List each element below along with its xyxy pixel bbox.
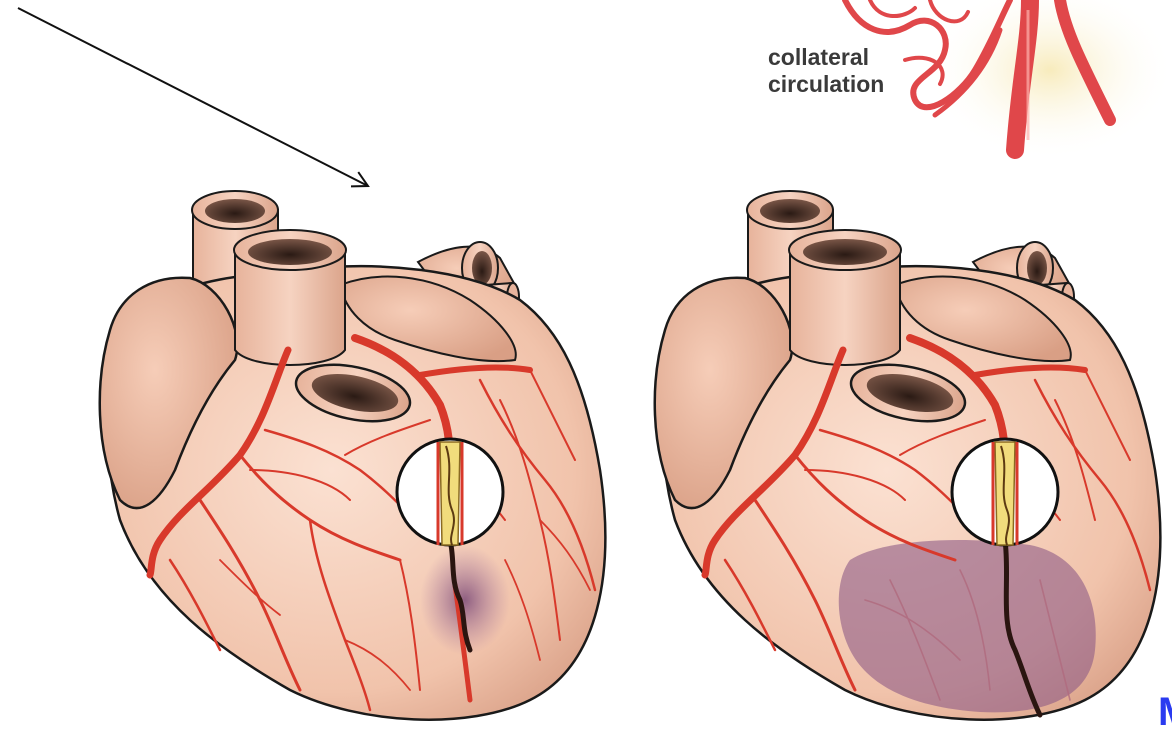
- collateral-circulation-inset: [845, 0, 1172, 160]
- collateral-label-line2: circulation: [768, 71, 884, 98]
- collateral-label-line1: collateral: [768, 44, 884, 71]
- heart-left: [100, 191, 606, 720]
- corner-text-fragment: M: [1158, 692, 1172, 732]
- pointer-arrow: [18, 8, 368, 186]
- plaque-magnifier-left: [397, 439, 503, 545]
- plaque-magnifier-right: [952, 439, 1058, 545]
- heart-right: [655, 191, 1161, 720]
- collateral-circulation-label: collateral circulation: [768, 44, 884, 98]
